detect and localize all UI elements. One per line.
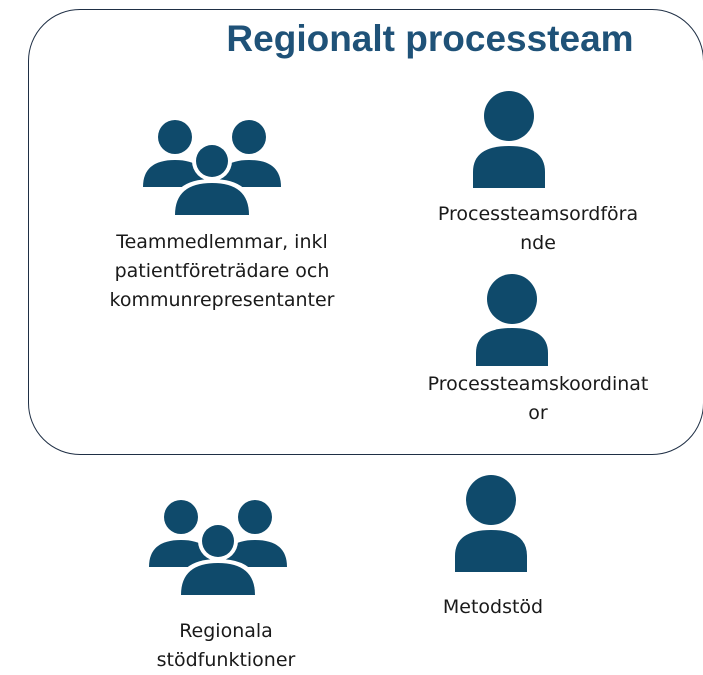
label-line: Processteamskoordinat bbox=[427, 373, 649, 395]
regional-support-label: Regionala stödfunktioner bbox=[76, 617, 376, 675]
process-team-frame bbox=[28, 9, 703, 455]
method-support-label: Metodstöd bbox=[343, 593, 643, 622]
label-line: Processteamsordföra bbox=[437, 203, 639, 225]
chair-label: Processteamsordföra nde bbox=[388, 200, 688, 258]
team-members-label: Teammedlemmar, inkl patientföreträdare o… bbox=[72, 228, 372, 315]
label-line: Regionala bbox=[179, 620, 273, 642]
person-icon bbox=[471, 90, 547, 188]
label-line: Teammedlemmar, inkl bbox=[116, 231, 328, 253]
person-icon bbox=[453, 474, 529, 572]
label-line: kommunrepresentanter bbox=[109, 289, 335, 311]
diagram-title: Regionalt processteam bbox=[226, 18, 634, 59]
label-line: stödfunktioner bbox=[156, 649, 296, 671]
label-line: nde bbox=[520, 232, 556, 254]
coordinator-label: Processteamskoordinat or bbox=[388, 370, 688, 428]
label-line: patientföreträdare och bbox=[114, 260, 330, 282]
label-line: or bbox=[528, 402, 548, 424]
label-line: Metodstöd bbox=[442, 596, 544, 618]
group-icon bbox=[145, 497, 291, 595]
person-icon bbox=[474, 273, 550, 366]
group-icon bbox=[139, 117, 285, 215]
